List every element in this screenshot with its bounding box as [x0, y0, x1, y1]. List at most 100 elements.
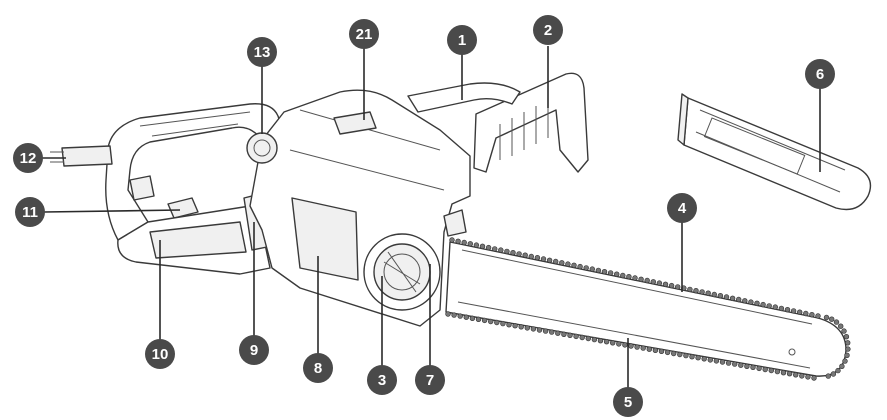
svg-text:1: 1	[458, 32, 466, 49]
chain-link	[723, 294, 730, 300]
callout-21: 21	[349, 19, 379, 49]
chain-link	[748, 299, 754, 305]
chain-link	[500, 320, 506, 327]
chain-link	[652, 347, 659, 353]
chain-link	[842, 358, 848, 364]
chain-link	[670, 350, 677, 357]
chain-link	[555, 330, 561, 336]
chain-link	[579, 334, 585, 341]
chain-link	[780, 370, 787, 376]
svg-text:9: 9	[250, 342, 258, 359]
chain-link	[506, 322, 512, 328]
chain-link	[510, 250, 516, 256]
chain-link	[640, 345, 646, 351]
chain-link	[528, 253, 534, 260]
chain-link	[571, 262, 577, 268]
chain-link	[790, 308, 797, 314]
chain-link	[485, 244, 492, 251]
svg-text:6: 6	[816, 66, 824, 83]
chain-link	[530, 326, 537, 332]
chainsaw-body	[50, 72, 589, 327]
chain-link	[705, 290, 711, 296]
chain-link	[552, 258, 559, 265]
chain-link	[620, 272, 626, 279]
chain-link	[457, 313, 463, 319]
chain-link	[595, 267, 602, 274]
chain-link	[825, 373, 831, 379]
chain-link	[634, 344, 640, 350]
chain-link	[461, 239, 467, 246]
chain-link	[479, 243, 486, 250]
chain-link	[455, 238, 461, 245]
chain-link	[815, 313, 821, 319]
svg-text:21: 21	[356, 26, 373, 43]
chain-link	[835, 367, 841, 374]
callout-5: 5	[613, 387, 643, 417]
chain-link	[792, 372, 799, 378]
chain	[445, 237, 851, 381]
chain-link	[699, 289, 705, 295]
chain-link	[760, 301, 766, 308]
svg-text:2: 2	[544, 22, 552, 39]
chain-link	[473, 242, 480, 248]
chain-link	[577, 263, 583, 270]
chain-link	[823, 314, 830, 321]
chain-link	[542, 328, 549, 334]
chain-link	[756, 365, 762, 372]
chain-link	[664, 349, 671, 356]
chain-link	[607, 270, 614, 276]
chain-link	[626, 274, 632, 280]
chain-link	[796, 309, 803, 315]
chain-link	[585, 335, 591, 342]
callout-9: 9	[239, 335, 269, 365]
svg-text:3: 3	[378, 372, 386, 389]
chain-link	[729, 295, 736, 301]
chain-link	[766, 303, 772, 309]
svg-text:11: 11	[22, 204, 38, 221]
chain-link	[786, 371, 793, 377]
chain-link	[744, 363, 750, 369]
svg-text:8: 8	[314, 360, 322, 377]
chain-link	[713, 358, 720, 364]
chain-link	[803, 310, 809, 317]
chain-link	[469, 315, 476, 321]
chain-link	[536, 327, 543, 333]
chain-link	[565, 261, 571, 267]
chain-link	[839, 363, 845, 369]
chain-link	[451, 312, 457, 318]
spare-guide-bar	[677, 93, 872, 211]
chain-link	[658, 348, 665, 354]
chain-link	[738, 362, 744, 368]
callout-11: 11	[15, 197, 45, 227]
chain-link	[522, 252, 528, 258]
chain-link	[719, 359, 726, 365]
chain-link	[488, 318, 494, 325]
chain-link	[494, 319, 500, 326]
chain-link	[646, 346, 652, 352]
chain-link	[589, 266, 595, 272]
callout-10: 10	[145, 339, 175, 369]
svg-text:7: 7	[426, 372, 434, 389]
chain-link	[799, 373, 805, 379]
chain-link	[540, 256, 547, 262]
chain-link	[668, 282, 675, 289]
callout-12: 12	[13, 143, 43, 173]
chain-link	[449, 237, 455, 243]
chain-link	[762, 366, 768, 373]
chain-link	[844, 352, 850, 358]
chain-link	[481, 317, 488, 324]
chain-link	[548, 329, 555, 335]
chain-link	[750, 364, 756, 370]
chain-link	[809, 312, 815, 318]
chain-link	[768, 367, 774, 374]
callout-4: 4	[667, 193, 697, 223]
chain-link	[735, 296, 742, 303]
chain-link	[583, 265, 589, 271]
callout-6: 6	[805, 59, 835, 89]
chain-link	[828, 316, 835, 322]
chain-link	[644, 277, 650, 284]
chain-link	[656, 280, 663, 286]
chain-link	[695, 355, 701, 361]
svg-text:10: 10	[152, 346, 169, 363]
